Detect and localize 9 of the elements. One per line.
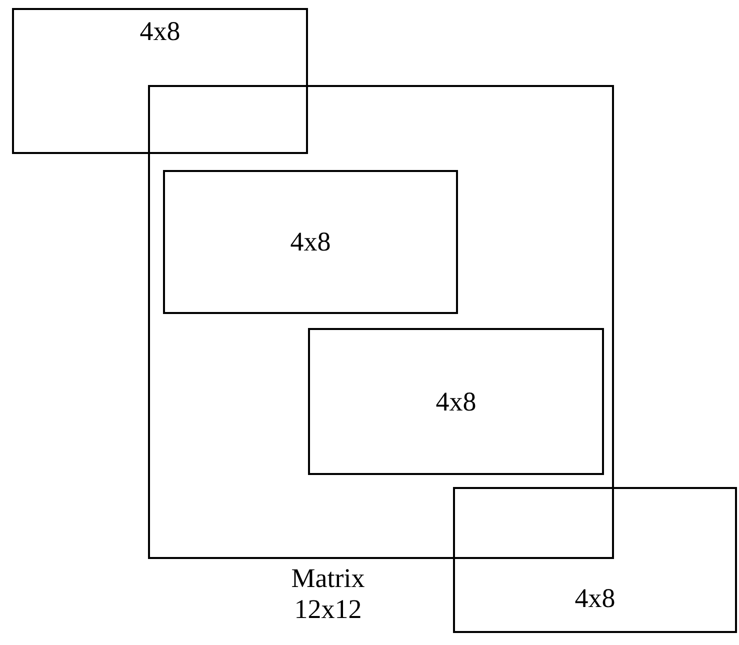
rectangle-box xyxy=(453,487,737,633)
box-label: 4x8 xyxy=(138,15,182,48)
box-label: 4x8 xyxy=(574,582,616,615)
rectangle-box xyxy=(308,328,604,475)
box-caption: Matrix 12x12 xyxy=(290,563,366,626)
box-label: 4x8 xyxy=(434,384,478,418)
box-label: 4x8 xyxy=(289,225,332,258)
rectangle-box xyxy=(163,170,458,314)
rectangle-box xyxy=(12,8,308,154)
